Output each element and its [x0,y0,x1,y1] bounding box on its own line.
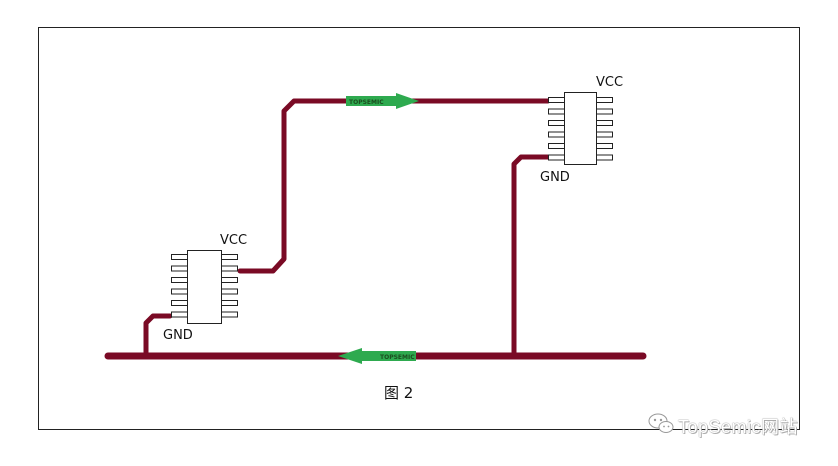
chip-lower-pin-right-2 [221,265,238,272]
trace-gnd-lower [143,313,173,358]
chip-lower-pin-right-1 [221,254,238,260]
arrow-right: TOPSEMIC [346,93,419,109]
chip-upper-gnd-label: GND [540,170,570,185]
chip-lower-pin-right-6 [221,311,238,318]
trace-vcc-link [237,98,551,274]
chip-upper-pin-right-3 [596,120,613,126]
chip-upper-vcc-label: VCC [596,75,624,90]
trace-gnd-upper [511,154,551,358]
chip-upper-pin-right-4 [596,131,613,138]
arrow-left-label: TOPSEMIC [380,354,415,361]
chip-lower-pin-left-6 [171,311,188,318]
chip-upper-pin-right-6 [596,154,613,161]
diagram-frame [38,27,800,430]
chip-upper-pin-left-2 [548,108,565,115]
chip-lower-pin-right-5 [221,300,238,306]
chip-upper-pin-right-1 [596,97,613,103]
arrow-right-label: TOPSEMIC [349,99,384,106]
chip-lower-pin-left-3 [171,277,188,283]
chip-upper-pin-right-5 [596,143,613,149]
chip-lower-vcc-label: VCC [220,233,248,248]
chip-lower-pin-right-3 [221,277,238,283]
chip-lower-pin-right-4 [221,288,238,295]
chip-upper-body [564,92,597,165]
chip-upper-pin-left-1 [548,97,565,103]
figure-caption: 图 2 [384,384,414,402]
chip-lower-pin-left-5 [171,300,188,306]
chip-upper-pin-left-3 [548,120,565,126]
arrow-left: TOPSEMIC [338,348,416,364]
chip-upper-pin-left-4 [548,131,565,138]
chip-lower-pin-left-4 [171,288,188,295]
chip-upper [548,92,613,165]
chip-lower-gnd-label: GND [163,328,193,343]
chip-upper-pin-left-5 [548,143,565,149]
chip-lower-body [187,250,222,324]
chip-upper-pin-right-2 [596,108,613,115]
watermark-text: TopSemic网站 [678,417,799,437]
chip-lower-pin-left-2 [171,265,188,272]
chip-lower-pin-left-1 [171,254,188,260]
chip-lower [171,250,238,324]
chip-upper-pin-left-6 [548,154,565,161]
wechat-icon [648,413,674,433]
